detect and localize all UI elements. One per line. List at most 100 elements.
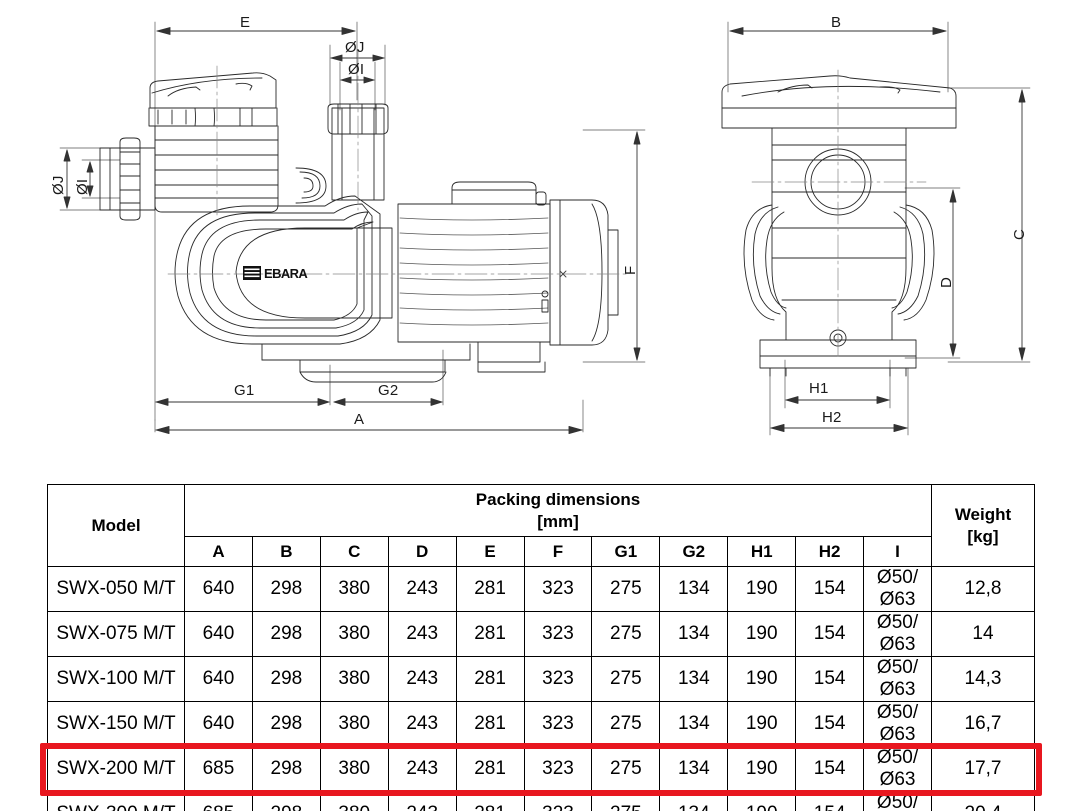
cell-weight: 20,4 <box>931 791 1035 811</box>
cell-a: 685 <box>184 746 253 792</box>
dim-label-J-top: ØJ <box>345 39 365 56</box>
header-weight: Weight [kg] <box>931 484 1035 567</box>
cell-a: 640 <box>184 701 253 747</box>
cell-h2: 154 <box>795 701 865 747</box>
table-header-row-1: Model Packing dimensions [mm] Weight [kg… <box>47 484 1035 567</box>
header-model: Model <box>47 484 185 567</box>
header-packing-line2: [mm] <box>537 511 579 531</box>
cell-f: 323 <box>523 791 593 811</box>
cell-g2: 134 <box>659 701 729 747</box>
cell-model: SWX-100 M/T <box>47 656 185 702</box>
cell-h1: 190 <box>727 701 797 747</box>
cell-d: 243 <box>387 611 457 657</box>
cell-g1: 275 <box>591 746 661 792</box>
cell-b: 298 <box>251 611 321 657</box>
cell-a: 640 <box>184 566 253 612</box>
cell-i: Ø50/Ø63 <box>863 566 932 612</box>
cell-g1: 275 <box>591 566 661 612</box>
header-col-h2: H2 <box>795 536 865 567</box>
cell-weight: 17,7 <box>931 746 1035 792</box>
cell-c: 380 <box>319 656 389 702</box>
cell-g2: 134 <box>659 791 729 811</box>
cell-e: 281 <box>455 611 525 657</box>
cell-f: 323 <box>523 611 593 657</box>
dim-label-C: C <box>1011 228 1028 240</box>
cell-f: 323 <box>523 746 593 792</box>
cell-b: 298 <box>251 656 321 702</box>
header-col-e: E <box>455 536 525 567</box>
cell-model: SWX-150 M/T <box>47 701 185 747</box>
cell-i: Ø50/Ø63 <box>863 701 932 747</box>
cell-i: Ø50/Ø63 <box>863 611 932 657</box>
cell-g2: 134 <box>659 611 729 657</box>
dim-label-D: D <box>938 276 955 288</box>
cell-model: SWX-200 M/T <box>47 746 185 792</box>
dim-label-I-left: ØI <box>74 178 91 195</box>
cell-d: 243 <box>387 656 457 702</box>
dim-label-J-left: ØJ <box>50 175 67 195</box>
cell-h1: 190 <box>727 656 797 702</box>
cell-f: 323 <box>523 656 593 702</box>
header-packing-dimensions: Packing dimensions [mm] <box>184 484 932 537</box>
cell-b: 298 <box>251 746 321 792</box>
cell-d: 243 <box>387 746 457 792</box>
cell-d: 243 <box>387 566 457 612</box>
dim-label-B: B <box>831 14 842 31</box>
cell-b: 298 <box>251 791 321 811</box>
cell-model: SWX-075 M/T <box>47 611 185 657</box>
cell-b: 298 <box>251 566 321 612</box>
cell-h2: 154 <box>795 566 865 612</box>
cell-c: 380 <box>319 566 389 612</box>
cell-c: 380 <box>319 701 389 747</box>
cell-model: SWX-300 M/T <box>47 791 185 811</box>
cell-i: Ø50/Ø63 <box>863 746 932 792</box>
cell-h2: 154 <box>795 656 865 702</box>
header-weight-line2: [kg] <box>967 526 999 546</box>
cell-e: 281 <box>455 656 525 702</box>
cell-g1: 275 <box>591 656 661 702</box>
cell-weight: 12,8 <box>931 566 1035 612</box>
cell-e: 281 <box>455 566 525 612</box>
header-col-f: F <box>523 536 593 567</box>
ebara-logo: EBARA <box>243 266 309 281</box>
cell-a: 640 <box>184 611 253 657</box>
table-head: Model Packing dimensions [mm] Weight [kg… <box>47 484 1035 567</box>
cell-i: Ø50/Ø63 <box>863 656 932 702</box>
cell-e: 281 <box>455 746 525 792</box>
cell-a: 640 <box>184 656 253 702</box>
cell-f: 323 <box>523 701 593 747</box>
cell-h2: 154 <box>795 611 865 657</box>
dim-label-F: F <box>622 265 639 275</box>
cell-a: 685 <box>184 791 253 811</box>
specifications-table-wrap: Model Packing dimensions [mm] Weight [kg… <box>47 484 1035 811</box>
cell-e: 281 <box>455 701 525 747</box>
cell-i: Ø50/Ø63 <box>863 791 932 811</box>
cell-g1: 275 <box>591 701 661 747</box>
cell-weight: 14 <box>931 611 1035 657</box>
cell-g1: 275 <box>591 791 661 811</box>
dim-label-I-top: ØI <box>348 61 365 78</box>
header-col-h1: H1 <box>727 536 797 567</box>
header-col-i: I <box>863 536 932 567</box>
dim-label-H2: H2 <box>822 409 842 426</box>
dim-label-E: E <box>240 14 251 31</box>
cell-e: 281 <box>455 791 525 811</box>
cell-h1: 190 <box>727 611 797 657</box>
cell-c: 380 <box>319 746 389 792</box>
cell-d: 243 <box>387 701 457 747</box>
cell-h2: 154 <box>795 746 865 792</box>
cell-weight: 16,7 <box>931 701 1035 747</box>
drawing-svg: EBARA <box>59 21 1031 436</box>
cell-d: 243 <box>387 791 457 811</box>
cell-f: 323 <box>523 566 593 612</box>
table-row: SWX-300 M/T68529838024328132327513419015… <box>47 791 1035 811</box>
header-col-g1: G1 <box>591 536 661 567</box>
dim-label-G1: G1 <box>234 382 255 399</box>
cell-g2: 134 <box>659 566 729 612</box>
